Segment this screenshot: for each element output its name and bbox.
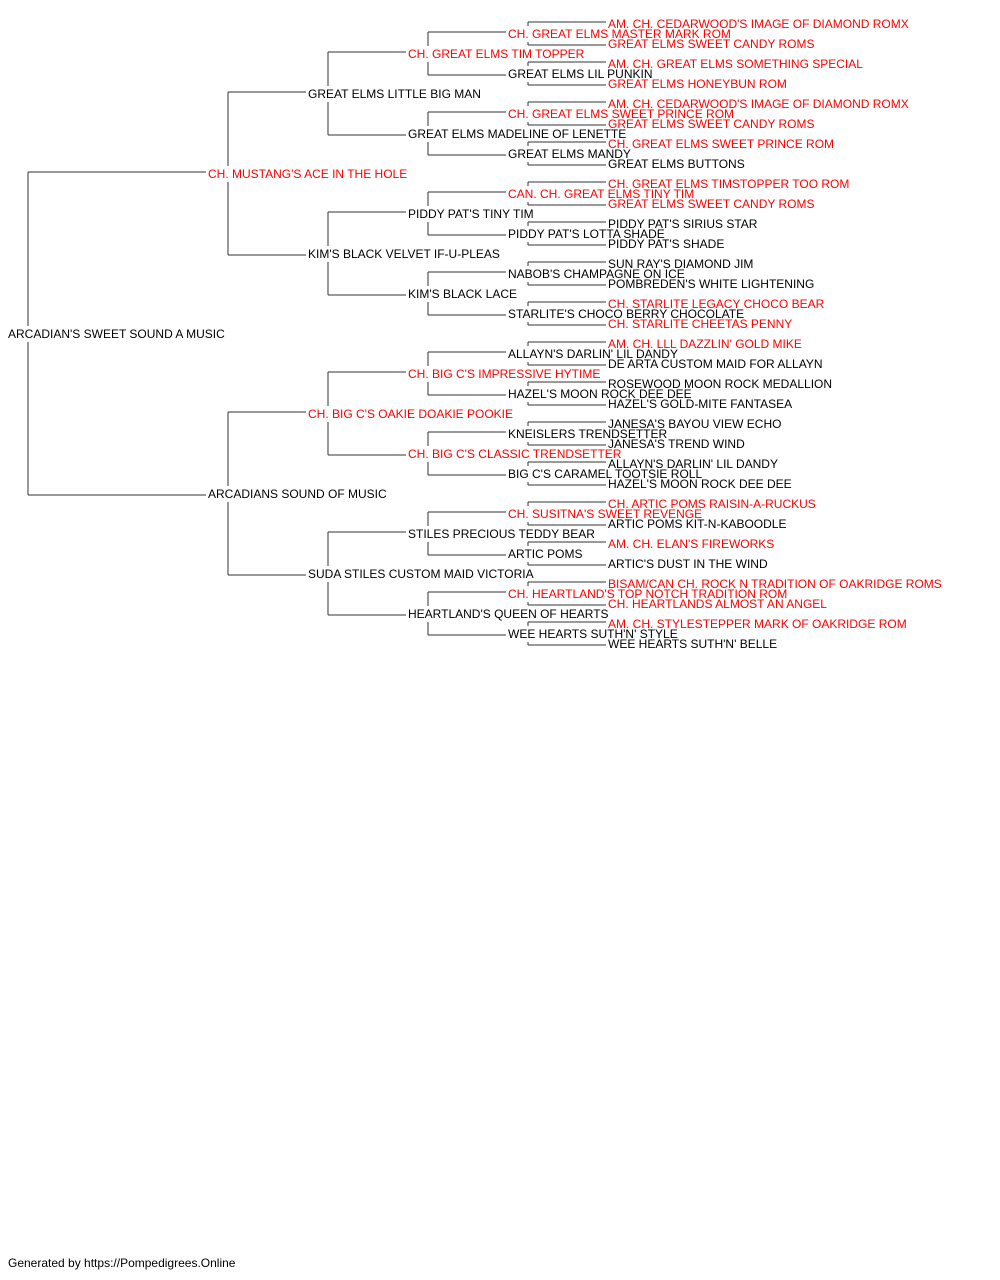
connector [527,101,606,126]
pedigree-name-root-sire-sire-sire-dam: GREAT ELMS LIL PUNKIN [508,67,653,81]
pedigree-name-root-dam-sire-sire-dam-sire: ROSEWOOD MOON ROCK MEDALLION [608,377,832,391]
connector [27,171,206,496]
pedigree-name-root-sire-sire-dam-dam-dam: GREAT ELMS BUTTONS [608,157,745,171]
pedigree-name-root-sire-sire-sire: CH. GREAT ELMS TIM TOPPER [408,47,585,61]
connector [527,461,606,486]
pedigree-name-root-sire-sire: GREAT ELMS LITTLE BIG MAN [308,87,481,101]
pedigree-name-root-sire-dam-sire-dam-dam: PIDDY PAT'S SHADE [608,237,724,251]
pedigree-name-root-sire-dam-sire-dam: PIDDY PAT'S LOTTA SHADE [508,227,665,241]
pedigree-name-root-dam: ARCADIANS SOUND OF MUSIC [208,487,387,501]
pedigree-name-root-dam-dam-sire-sire: CH. SUSITNA'S SWEET REVENGE [508,507,702,521]
connector [527,341,606,366]
connector [327,211,406,296]
pedigree-name-root-dam-sire-sire-sire-sire: AM. CH. LLL DAZZLIN' GOLD MIKE [608,337,802,351]
pedigree-name-root-sire-dam-dam-sire: NABOB'S CHAMPAGNE ON ICE [508,267,685,281]
pedigree-name-root-sire-dam-dam-dam-sire: CH. STARLITE LEGACY CHOCO BEAR [608,297,825,311]
pedigree-name-root-dam-sire-dam-sire-dam: JANESA'S TREND WIND [608,437,745,451]
connector [227,411,306,576]
pedigree-name-root-dam-dam-sire-sire-dam: ARTIC POMS KIT-N-KABOODLE [608,517,786,531]
connector [327,531,406,616]
pedigree-name-root-dam-sire-dam-sire: KNEISLERS TRENDSETTER [508,427,667,441]
pedigree-name-root-sire-dam-sire-sire-dam: GREAT ELMS SWEET CANDY ROMS [608,197,814,211]
connector [527,61,606,86]
connector [527,381,606,406]
connector [327,371,406,456]
pedigree-name-root-sire-dam-dam: KIM'S BLACK LACE [408,287,517,301]
connector [427,111,506,156]
pedigree-name-root-dam-dam-dam-dam: WEE HEARTS SUTH'N' STYLE [508,627,678,641]
pedigree-name-root-sire-dam-sire-dam-sire: PIDDY PAT'S SIRIUS STAR [608,217,758,231]
pedigree-name-root-sire-dam-dam-dam-dam: CH. STARLITE CHEETAS PENNY [608,317,792,331]
connector [327,51,406,136]
connector [527,621,606,646]
connector [527,141,606,166]
pedigree-name-root-dam-sire-dam: CH. BIG C'S CLASSIC TRENDSETTER [408,447,622,461]
pedigree-name-root-sire-sire-sire-sire: CH. GREAT ELMS MASTER MARK ROM [508,27,731,41]
pedigree-name-root-dam-dam: SUDA STILES CUSTOM MAID VICTORIA [308,567,534,581]
connector [527,501,606,526]
pedigree-name-root-sire-sire-sire-dam-dam: GREAT ELMS HONEYBUN ROM [608,77,787,91]
pedigree-name-root-sire-dam-dam-sire-sire: SUN RAY'S DIAMOND JIM [608,257,753,271]
pedigree-name-root-dam-sire-sire-dam: HAZEL'S MOON ROCK DEE DEE [508,387,692,401]
pedigree-name-root-sire-dam-sire-sire-sire: CH. GREAT ELMS TIMSTOPPER TOO ROM [608,177,849,191]
pedigree-name-root-dam-sire: CH. BIG C'S OAKIE DOAKIE POOKIE [308,407,513,421]
pedigree-name-root-sire-sire-dam-sire: CH. GREAT ELMS SWEET PRINCE ROM [508,107,734,121]
pedigree-name-root-dam-sire-sire-dam-dam: HAZEL'S GOLD-MITE FANTASEA [608,397,792,411]
pedigree-name-root-sire-sire-dam-sire-dam: GREAT ELMS SWEET CANDY ROMS [608,117,814,131]
pedigree-name-root: ARCADIAN'S SWEET SOUND A MUSIC [8,327,225,341]
pedigree-name-root-dam-dam-sire-dam-sire: AM. CH. ELAN'S FIREWORKS [608,537,774,551]
connector [427,31,506,76]
pedigree-name-root-sire-dam-dam-sire-dam: POMBREDEN'S WHITE LIGHTENING [608,277,814,291]
pedigree-name-root-dam-sire-dam-sire-sire: JANESA'S BAYOU VIEW ECHO [608,417,781,431]
pedigree-name-root-sire-sire-dam-dam-sire: CH. GREAT ELMS SWEET PRINCE ROM [608,137,834,151]
pedigree-name-root-dam-sire-sire-sire-dam: DE ARTA CUSTOM MAID FOR ALLAYN [608,357,823,371]
pedigree-name-root-sire-dam-sire: PIDDY PAT'S TINY TIM [408,207,534,221]
connector [527,541,606,566]
pedigree-name-root-dam-dam-dam-sire-sire: BISAM/CAN CH. ROCK N TRADITION OF OAKRID… [608,577,942,591]
pedigree-name-root-dam-sire-dam-dam-sire: ALLAYN'S DARLIN' LIL DANDY [608,457,778,471]
connector [427,511,506,556]
connector [227,91,306,256]
connector [427,271,506,316]
pedigree-name-root-sire-sire-sire-sire-sire: AM. CH. CEDARWOOD'S IMAGE OF DIAMOND ROM… [608,17,909,31]
pedigree-name-root-dam-dam-dam: HEARTLAND'S QUEEN OF HEARTS [408,607,609,621]
pedigree-name-root-dam-sire-sire-sire: ALLAYN'S DARLIN' LIL DANDY [508,347,678,361]
pedigree-name-root-sire-sire-sire-dam-sire: AM. CH. GREAT ELMS SOMETHING SPECIAL [608,57,863,71]
connector [527,21,606,46]
connector [427,351,506,396]
pedigree-name-root-dam-sire-dam-dam: BIG C'S CARAMEL TOOTSIE ROLL [508,467,702,481]
pedigree-name-root-dam-dam-sire-dam-dam: ARTIC'S DUST IN THE WIND [608,557,768,571]
pedigree-name-root-sire-dam-sire-sire: CAN. CH. GREAT ELMS TINY TIM [508,187,694,201]
pedigree-name-root-dam-sire-sire: CH. BIG C'S IMPRESSIVE HYTIME [408,367,600,381]
pedigree-name-root-sire-dam-dam-dam: STARLITE'S CHOCO BERRY CHOCOLATE [508,307,744,321]
pedigree-name-root-sire-sire-dam-dam: GREAT ELMS MANDY [508,147,631,161]
footer-credit: Generated by https://Pompedigrees.Online [8,1256,236,1270]
connector [527,421,606,446]
connector [527,181,606,206]
pedigree-name-root-dam-dam-dam-dam-sire: AM. CH. STYLESTEPPER MARK OF OAKRIDGE RO… [608,617,907,631]
pedigree-name-root-sire-dam: KIM'S BLACK VELVET IF-U-PLEAS [308,247,500,261]
pedigree-name-root-dam-dam-dam-sire-dam: CH. HEARTLANDS ALMOST AN ANGEL [608,597,827,611]
connector [527,301,606,326]
connector [527,581,606,606]
pedigree-name-root-dam-sire-dam-dam-dam: HAZEL'S MOON ROCK DEE DEE [608,477,792,491]
connector [427,431,506,476]
pedigree-name-root-sire-sire-dam: GREAT ELMS MADELINE OF LENETTE [408,127,626,141]
pedigree-name-root-sire: CH. MUSTANG'S ACE IN THE HOLE [208,167,407,181]
pedigree-name-root-dam-dam-sire-sire-sire: CH. ARTIC POMS RAISIN-A-RUCKUS [608,497,816,511]
connector [427,191,506,236]
connector [427,591,506,636]
pedigree-name-root-dam-dam-sire-dam: ARTIC POMS [508,547,582,561]
pedigree-name-root-dam-dam-dam-dam-dam: WEE HEARTS SUTH'N' BELLE [608,637,777,651]
connector [527,221,606,246]
pedigree-name-root-sire-sire-dam-sire-sire: AM. CH. CEDARWOOD'S IMAGE OF DIAMOND ROM… [608,97,909,111]
pedigree-name-root-dam-dam-sire: STILES PRECIOUS TEDDY BEAR [408,527,595,541]
connector [527,261,606,286]
pedigree-name-root-sire-sire-sire-sire-dam: GREAT ELMS SWEET CANDY ROMS [608,37,814,51]
pedigree-name-root-dam-dam-dam-sire: CH. HEARTLAND'S TOP NOTCH TRADITION ROM [508,587,787,601]
